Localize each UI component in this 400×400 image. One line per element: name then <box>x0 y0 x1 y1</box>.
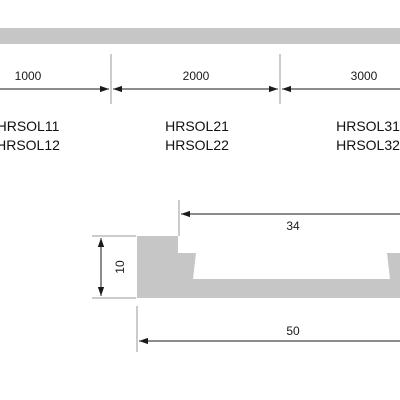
product-code: HRSOL11 <box>0 118 60 134</box>
length-label-3000: 3000 <box>351 69 378 83</box>
length-label-2000: 2000 <box>183 69 210 83</box>
product-code: HRSOL32 <box>336 137 400 153</box>
profile-bar <box>0 28 400 44</box>
product-code: HRSOL12 <box>0 137 60 153</box>
product-code: HRSOL21 <box>165 118 229 134</box>
total-width-label: 50 <box>286 324 300 338</box>
height-label: 10 <box>113 260 127 274</box>
product-code: HRSOL22 <box>165 137 229 153</box>
length-label-1000: 1000 <box>15 69 42 83</box>
cross-section-profile <box>137 236 400 298</box>
groove-width-label: 34 <box>286 219 300 233</box>
product-code: HRSOL31 <box>336 118 400 134</box>
